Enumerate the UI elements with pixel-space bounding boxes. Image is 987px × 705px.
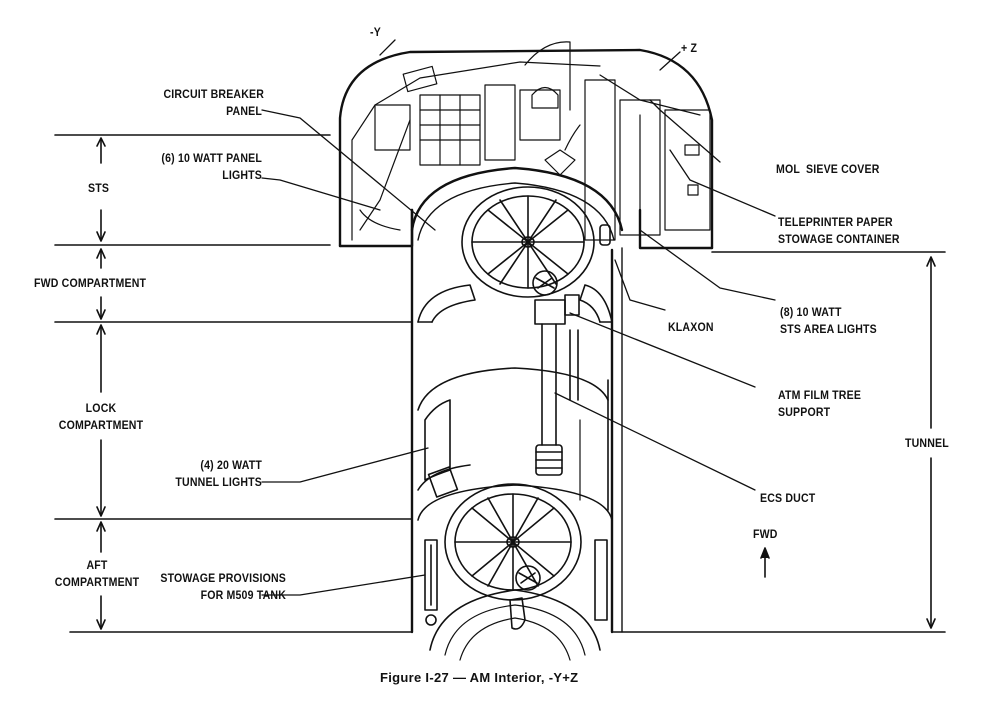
atm-film-tree-line-1: ATM FILM TREE [778, 388, 862, 402]
sts-interior-detail [351, 41, 711, 241]
klaxon-label: KLAXON [668, 319, 714, 336]
lock-compartment-cylinder [417, 329, 609, 511]
tunnel-dimension-label: TUNNEL [905, 436, 949, 450]
fwd-direction-line-1: FWD [753, 527, 778, 541]
tunnel-lights-label: (4) 20 WATT TUNNEL LIGHTS [163, 457, 262, 491]
circuit-breaker-label: CIRCUIT BREAKER PANEL [163, 86, 265, 120]
ecs-duct-line-1: ECS DUCT [760, 491, 816, 505]
circuit-breaker-line-1: CIRCUIT BREAKER [163, 87, 265, 101]
airlock-structure [338, 48, 714, 634]
sts-area-lights-line-1: (8) 10 WATT [780, 305, 842, 319]
upper-hatch-wheel [461, 186, 595, 298]
figure-caption: Figure I-27 — AM Interior, -Y+Z [380, 670, 579, 685]
circuit-breaker-line-2: PANEL [226, 104, 262, 118]
dimension-lines-left [54, 134, 413, 633]
aft-lower-detail [424, 539, 608, 661]
aft-compartment-dimension-label: AFT COMPARTMENT [49, 557, 146, 591]
fwd-arrow [760, 547, 770, 578]
fwd-direction-label: FWD [753, 526, 778, 543]
atm-film-tree [534, 294, 580, 476]
axis-plus-z-label: + Z [681, 41, 698, 55]
mol-sieve-label: MOL SIEVE COVER [776, 161, 880, 178]
mol-sieve-line-1: MOL SIEVE COVER [776, 162, 880, 176]
lock-compartment-dimension-label: LOCK COMPARTMENT [53, 400, 150, 434]
stowage-provisions-line-2: FOR M509 TANK [200, 588, 286, 602]
panel-lights-line-1: (6) 10 WATT PANEL [161, 151, 262, 165]
lock-compartment-line-2: COMPARTMENT [58, 418, 144, 432]
fwd-compartment-ring [417, 224, 613, 323]
panel-lights-line-2: LIGHTS [222, 168, 262, 182]
dimension-lines-right [611, 251, 946, 633]
ecs-duct-label: ECS DUCT [760, 490, 815, 507]
stowage-provisions-line-1: STOWAGE PROVISIONS [160, 571, 286, 585]
aft-compartment-line-1: AFT [86, 558, 108, 572]
teleprinter-line-1: TELEPRINTER PAPER [778, 215, 893, 229]
teleprinter-label: TELEPRINTER PAPER STOWAGE CONTAINER [778, 214, 900, 248]
atm-film-tree-label: ATM FILM TREE SUPPORT [778, 387, 861, 421]
tunnel-lights-line-2: TUNNEL LIGHTS [175, 475, 262, 489]
atm-film-tree-line-2: SUPPORT [778, 405, 831, 419]
lock-compartment-line-1: LOCK [85, 401, 117, 415]
sts-area-lights-line-2: STS AREA LIGHTS [780, 322, 877, 336]
axis-minus-y-label: -Y [370, 25, 381, 39]
sts-area-lights-label: (8) 10 WATT STS AREA LIGHTS [780, 304, 877, 338]
leader-lines [261, 39, 776, 596]
aft-compartment-line-2: COMPARTMENT [54, 575, 140, 589]
fwd-compartment-dimension-label: FWD COMPARTMENT [34, 276, 147, 290]
aft-hatch-wheel [417, 483, 613, 601]
tunnel-lights-line-1: (4) 20 WATT [200, 458, 262, 472]
panel-lights-label: (6) 10 WATT PANEL LIGHTS [146, 150, 262, 184]
teleprinter-line-2: STOWAGE CONTAINER [778, 232, 900, 246]
klaxon-line-1: KLAXON [668, 320, 714, 334]
sts-dimension-label: STS [88, 181, 110, 195]
stowage-provisions-label: STOWAGE PROVISIONS FOR M509 TANK [158, 570, 286, 604]
